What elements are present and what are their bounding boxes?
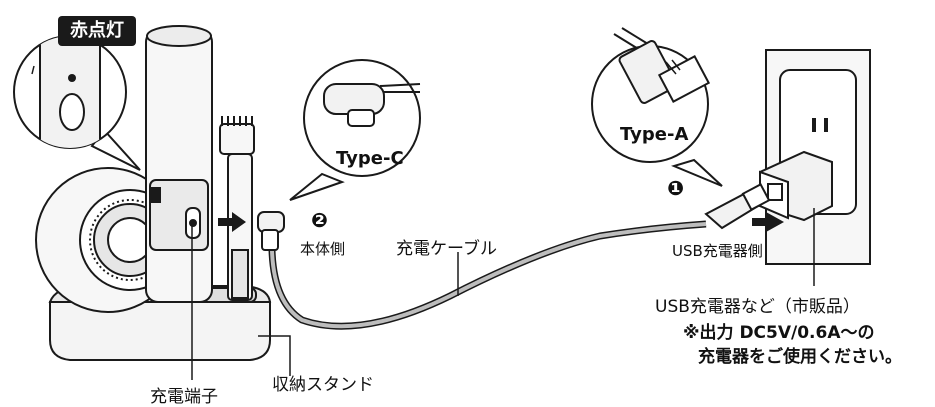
type-a-label: Type-A [620, 124, 689, 145]
insert-arrow-icon [218, 212, 246, 232]
charge-terminal-label: 充電端子 [150, 387, 218, 407]
usb-charger-label: USB充電器など（市販品） [655, 297, 860, 317]
charge-cable-label: 充電ケーブル [396, 239, 497, 259]
body-side-label: 本体側 [300, 240, 346, 258]
output-note-line2: 充電器をご使用ください。 [698, 347, 902, 367]
type-c-label: Type-C [336, 148, 404, 169]
brush-attachment-icon [219, 116, 255, 301]
type-c-zoom-icon [289, 59, 421, 201]
red-light-label: 赤点灯 [58, 16, 136, 46]
wall-outlet-icon [765, 49, 871, 265]
usb-adapter-icon [759, 150, 833, 222]
type-a-zoom-icon [591, 27, 723, 187]
output-note-line1: ※出力 DC5V/0.6A～の [683, 323, 875, 343]
red-light-zoom-icon [13, 35, 141, 171]
step-2-badge: ❷ [311, 208, 328, 232]
type-a-plug-icon [613, 27, 711, 104]
cleaner-body-icon [145, 25, 213, 303]
storage-stand-label: 収納スタンド [272, 375, 374, 395]
step-1-badge: ❶ [667, 176, 684, 200]
usb-charger-side-label: USB充電器側 [672, 242, 763, 260]
